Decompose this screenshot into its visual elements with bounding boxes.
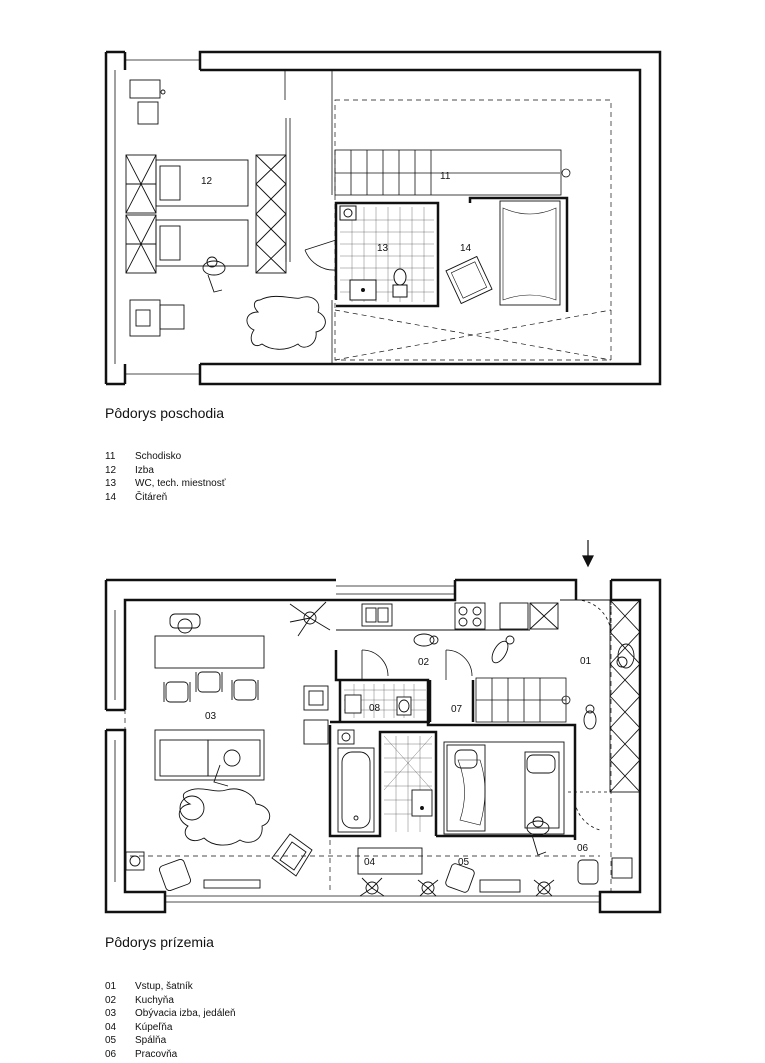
legend-item: 01 Vstup, šatník [105,980,236,994]
room-label-05: 05 [458,857,470,868]
legend-label: Schodisko [135,451,182,462]
sofa [154,729,265,787]
legend-item: 13 WC, tech. miestnosť [105,477,225,491]
upper-floor-legend: 11 Schodisko 12 Izba 13 WC, tech. miestnosť… [105,450,225,504]
bedroom-door [568,789,612,831]
legend-number: 04 [105,1021,117,1033]
chair-icon [159,833,599,893]
ground-service-walls [328,650,577,840]
person-icon [202,256,226,293]
room-label-03: 03 [205,711,217,722]
legend-number: 12 [105,464,117,476]
cat-icon [583,704,597,730]
room-label-07: 07 [451,704,463,715]
upper-floor-title: Pôdorys poschodia [105,405,225,421]
bathroom-04 [337,729,433,833]
legend-label: Obývacia izba, jedáleň [135,1008,236,1019]
upper-wc-room [334,201,440,308]
rug-icon [246,295,326,350]
legend-number: 06 [105,1048,117,1060]
legend-number: 02 [105,994,117,1006]
legend-item: 03 Obývacia izba, jedáleň [105,1007,236,1021]
legend-item: 12 Izba [105,464,225,478]
legend-number: 01 [105,981,117,992]
upper-reading-room [445,196,569,312]
bedroom-bed [443,741,565,835]
entrance-arrow-icon [582,540,594,568]
legend-label: Vstup, šatník [135,981,193,992]
upper-floor-walls [104,50,662,386]
ground-dashed-lines [124,600,612,892]
legend-label: Čitáreň [135,491,168,503]
kitchen-doors [361,649,473,680]
ground-floor-title: Pôdorys prízemia [105,934,214,950]
room-label-14: 14 [460,243,472,254]
legend-item: 06 Pracovňa [105,1048,236,1062]
plant-icon [289,601,555,897]
kitchen-counter [336,599,611,631]
legend-label: Spálňa [135,1035,167,1046]
person-icon [526,816,550,856]
dog-icon [491,635,515,664]
ground-floor-legend: 01 Vstup, šatník 02 Kuchyňa 03 Obývacia izb… [105,980,236,1061]
legend-item: 11 Schodisko [105,450,225,464]
legend-item: 04 Kúpeľňa [105,1021,236,1035]
entrance-door [575,599,612,636]
upper-void [334,99,612,361]
legend-label: Kuchyňa [135,994,174,1006]
room-label-12: 12 [201,176,213,187]
legend-item: 14 Čitáreň [105,491,225,505]
dining-set [154,613,265,703]
living-misc [125,685,633,893]
person-icon [413,633,635,669]
legend-item: 02 Kuchyňa [105,994,236,1008]
room-label-08: 08 [369,703,381,714]
ground-windows [114,585,600,903]
ground-stairs [475,677,571,723]
upper-window [114,59,200,375]
room-label-06: 06 [577,843,589,854]
room-label-13: 13 [377,243,389,254]
ground-wc-fixtures [344,694,412,716]
legend-label: WC, tech. miestnosť [135,478,226,489]
room-label-02: 02 [418,657,430,668]
legend-label: Kúpeľňa [135,1021,173,1033]
rug-icon [178,788,271,846]
room-label-11: 11 [440,171,451,182]
legend-number: 14 [105,491,117,503]
legend-number: 11 [105,451,116,462]
upper-stairs [334,149,571,196]
upper-desks [129,79,185,337]
upper-beds [125,154,287,274]
legend-number: 03 [105,1008,117,1019]
legend-number: 13 [105,478,117,489]
legend-label: Izba [135,464,154,476]
legend-number: 05 [105,1035,117,1046]
legend-item: 05 Spálňa [105,1034,236,1048]
room-label-04: 04 [364,857,376,868]
legend-label: Pracovňa [135,1048,178,1060]
room-label-01: 01 [580,656,592,667]
wardrobe [609,599,641,793]
upper-wc-door [304,239,337,271]
